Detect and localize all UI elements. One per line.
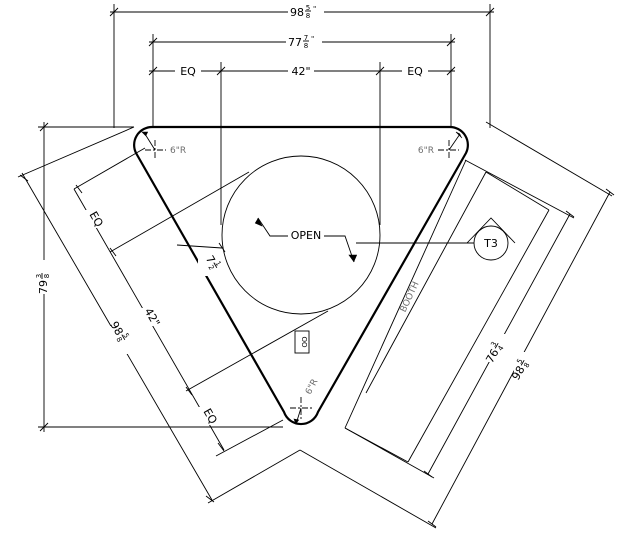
open-arrow-up-left: [254, 217, 263, 227]
svg-text:8: 8: [43, 274, 51, 278]
triangle-counter: [133, 125, 469, 426]
open-label: OPEN: [291, 229, 321, 242]
dimension-opening-top: 42": [291, 65, 310, 78]
svg-text:8: 8: [114, 336, 123, 344]
svg-text:3: 3: [35, 274, 43, 278]
svg-text:": ": [313, 5, 316, 13]
radius-label-top-right: 6"R: [418, 146, 434, 156]
dimension-height-left: 79: [37, 280, 50, 294]
svg-text:2: 2: [206, 264, 215, 272]
svg-text:5: 5: [515, 357, 524, 365]
open-arrow-down-right: [348, 254, 357, 263]
svg-text:8: 8: [306, 12, 310, 20]
svg-text:8: 8: [522, 361, 531, 369]
radius-arrow-top-right: [455, 131, 463, 139]
svg-text:1: 1: [213, 260, 222, 268]
right-diagonal-dimensions: 76 3 4 98 5 8: [299, 121, 615, 529]
svg-text:3: 3: [489, 340, 498, 348]
radius-arrow-bottom: [293, 418, 300, 425]
svg-text:8: 8: [304, 42, 308, 50]
dimension-overall-right: 98: [509, 364, 527, 383]
tag-t3-label: T3: [483, 237, 498, 250]
left-height-dimension: 79 3 8: [34, 122, 283, 432]
svg-text:": ": [311, 35, 314, 43]
outlet-label: OO: [300, 336, 308, 348]
dimension-mid-top: 77: [288, 36, 302, 49]
outlet-symbol: OO: [294, 330, 310, 354]
top-dimensions: 98 5 8 " 77 7 8 " EQ 42" EQ: [109, 4, 495, 225]
dimension-overall-top: 98: [290, 6, 304, 19]
dimension-eq-right-top: EQ: [407, 65, 423, 78]
radius-label-top-left: 6"R: [170, 146, 186, 156]
radius-label-bottom: 6"R: [304, 378, 320, 397]
left-diagonal-dimensions: EQ 42" EQ 98 5 8: [17, 126, 329, 504]
svg-text:7: 7: [304, 34, 308, 42]
svg-text:4: 4: [496, 344, 505, 352]
dimension-inner-right: 76: [483, 347, 501, 366]
dimension-eq-left-top: EQ: [180, 65, 196, 78]
radius-markers: 6"R 6"R 6"R: [141, 131, 463, 425]
dimension-overall-left: 98: [107, 319, 125, 338]
tag-t3: T3: [356, 217, 516, 261]
svg-text:5: 5: [306, 4, 310, 12]
open-circle: 7 1 2 OPEN: [176, 155, 381, 315]
svg-text:5: 5: [121, 332, 130, 340]
